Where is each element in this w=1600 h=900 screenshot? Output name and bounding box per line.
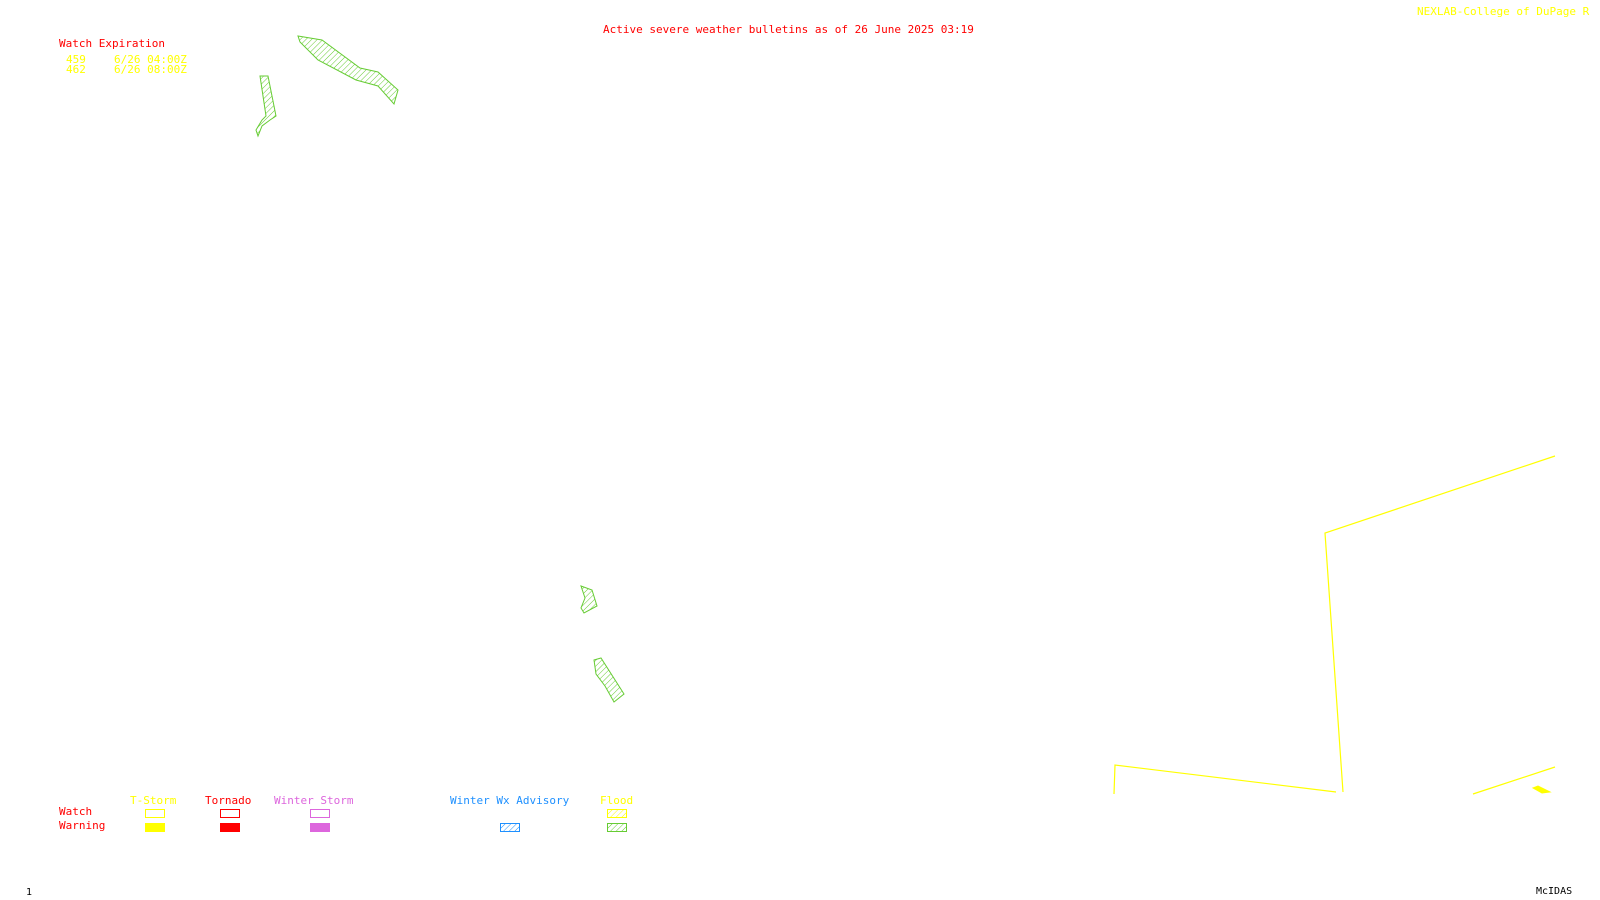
software-label: McIDAS bbox=[1536, 886, 1573, 897]
legend-label-winter-wx-advisory: Winter Wx Advisory bbox=[450, 794, 570, 807]
tstorm-watch-outline-right[interactable] bbox=[1472, 766, 1556, 795]
legend-flood-warning-swatch bbox=[607, 823, 627, 832]
legend-tstorm-watch-swatch bbox=[145, 809, 165, 818]
legend-winter-storm-watch-swatch bbox=[310, 809, 330, 818]
watch-number: 462 bbox=[66, 63, 86, 76]
legend-winter-wx-advisory-swatch bbox=[500, 823, 520, 832]
legend-label-tornado: Tornado bbox=[205, 794, 252, 807]
frame-number: 1 bbox=[26, 887, 33, 898]
legend-tornado-watch-swatch bbox=[220, 809, 240, 818]
watch-number: 459 bbox=[66, 53, 86, 66]
watch-expires: 6/26 08:00Z bbox=[114, 63, 187, 76]
watch-expires: 6/26 04:00Z bbox=[114, 53, 187, 66]
flood-warning-polygon[interactable] bbox=[297, 35, 399, 106]
legend-label-tstorm: T-Storm bbox=[130, 794, 177, 807]
legend-winter-storm-warning-swatch bbox=[310, 823, 330, 832]
credit-label: NEXLAB-College of DuPage R bbox=[1417, 5, 1590, 18]
legend-row-watch: Watch bbox=[59, 805, 93, 818]
watch-expiration-heading: Watch Expiration bbox=[59, 37, 165, 50]
legend-row-warning: Warning bbox=[59, 819, 106, 832]
bulletin-title: Active severe weather bulletins as of 26… bbox=[603, 23, 974, 36]
tstorm-warning-sliver[interactable] bbox=[1531, 785, 1552, 794]
legend-label-winter-storm: Winter Storm bbox=[274, 794, 354, 807]
legend-tstorm-warning-swatch bbox=[145, 823, 165, 832]
flood-warning-polygon[interactable] bbox=[593, 657, 625, 703]
legend-label-flood: Flood bbox=[600, 794, 634, 807]
tstorm-watch-outline-lower[interactable] bbox=[1113, 764, 1337, 795]
legend-tornado-warning-swatch bbox=[220, 823, 240, 832]
flood-warning-polygon[interactable] bbox=[255, 75, 277, 138]
tstorm-watch-outline[interactable] bbox=[1324, 455, 1556, 793]
legend-flood-watch-swatch bbox=[607, 809, 627, 818]
flood-warning-polygon[interactable] bbox=[580, 585, 598, 614]
